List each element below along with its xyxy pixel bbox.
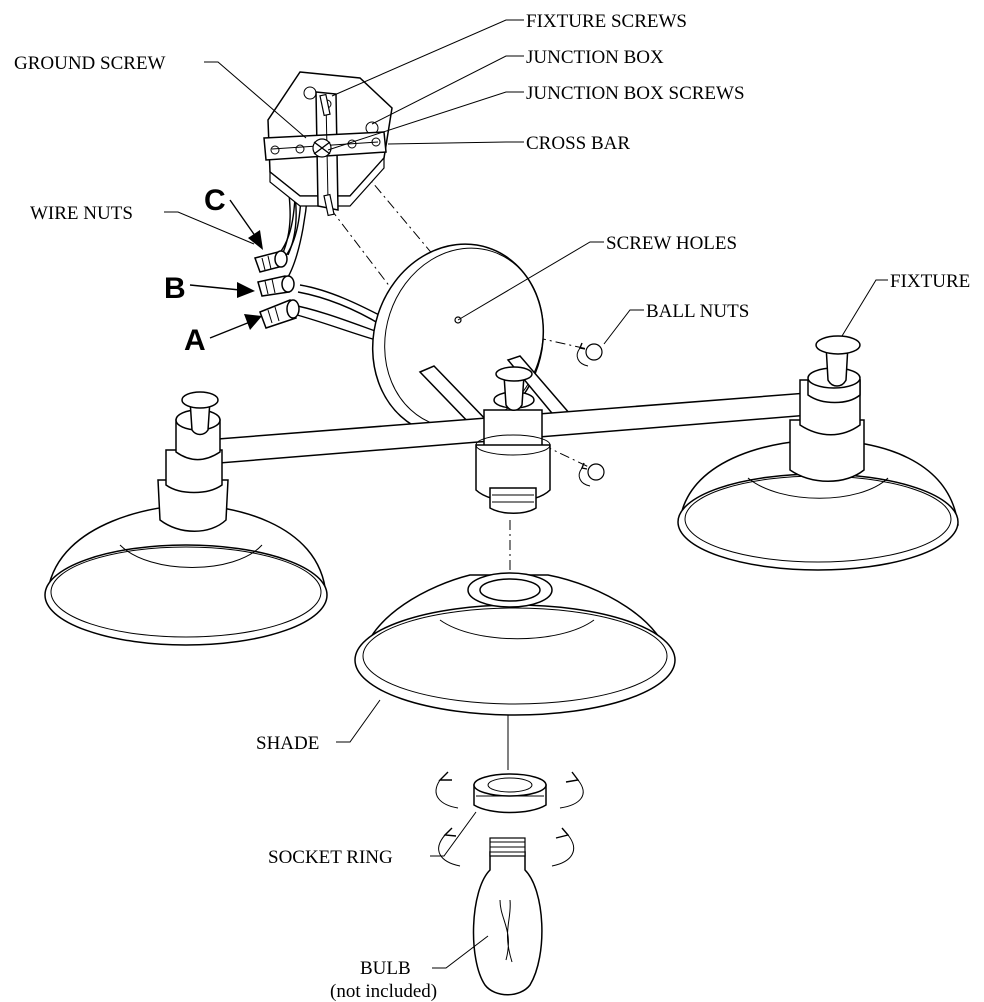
right-fixture <box>677 335 959 571</box>
shade-label: SHADE <box>256 733 319 754</box>
wire-letter-b: B <box>164 272 186 305</box>
socket-ring-label: SOCKET RING <box>268 847 393 868</box>
cross-bar-label: CROSS BAR <box>526 133 630 154</box>
center-fixture <box>475 366 551 514</box>
junction-box-screws-label: JUNCTION BOX SCREWS <box>526 83 745 104</box>
wire-nuts-label: WIRE NUTS <box>30 203 133 224</box>
not-included-label: (not included) <box>330 981 437 1002</box>
ball-nuts-label: BALL NUTS <box>646 301 749 322</box>
junction-box-label: JUNCTION BOX <box>526 47 664 68</box>
fixture-screws-label: FIXTURE SCREWS <box>526 11 687 32</box>
left-fixture <box>44 391 328 646</box>
shade-part <box>354 572 676 716</box>
fixture-label: FIXTURE <box>890 271 970 292</box>
bulb-part <box>438 827 574 996</box>
screw-holes-label: SCREW HOLES <box>606 233 737 254</box>
fixture-screws <box>319 93 335 217</box>
bulb-label: BULB <box>360 958 411 979</box>
wire-letter-c: C <box>204 184 226 217</box>
arrow-c <box>229 199 263 250</box>
wire-nut-b <box>257 275 295 297</box>
arrow-a <box>209 314 262 339</box>
arrow-b <box>189 282 255 298</box>
ball-nut-upper <box>576 342 603 367</box>
leader-lines <box>164 19 888 969</box>
ball-nut-lower <box>578 462 605 487</box>
wire-letter-a: A <box>184 324 206 357</box>
ground-screw <box>312 138 332 158</box>
socket-ring-part <box>435 771 584 814</box>
ground-screw-label: GROUND SCREW <box>14 53 166 74</box>
wire-nut-a <box>259 299 300 329</box>
wire-nut-c <box>254 250 288 273</box>
